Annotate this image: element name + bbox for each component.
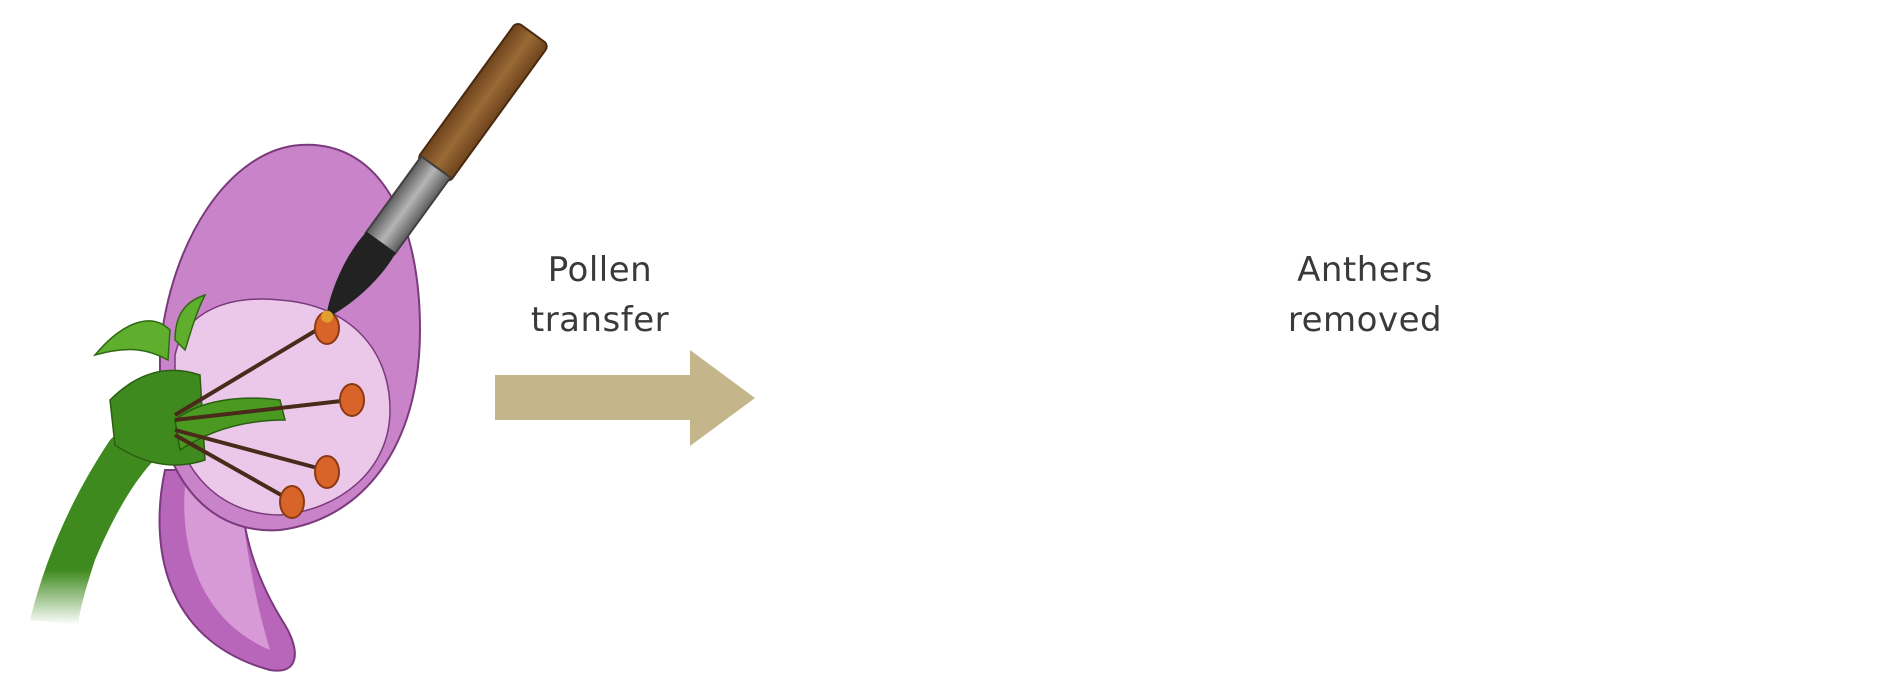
anther	[315, 456, 339, 488]
anther	[280, 486, 304, 518]
anthers-removed-line2: removed	[1255, 295, 1475, 345]
pollen-transfer-arrow	[495, 350, 755, 446]
anther	[340, 384, 364, 416]
pollen-transfer-label: Pollen transfer	[490, 245, 710, 345]
pollen-transfer-line2: transfer	[490, 295, 710, 345]
flower-with-brush	[30, 22, 549, 671]
sepal	[95, 321, 170, 360]
anthers-removed-label: Anthers removed	[1255, 245, 1475, 345]
anthers-removed-line1: Anthers	[1255, 245, 1475, 295]
pollen-transfer-line1: Pollen	[490, 245, 710, 295]
